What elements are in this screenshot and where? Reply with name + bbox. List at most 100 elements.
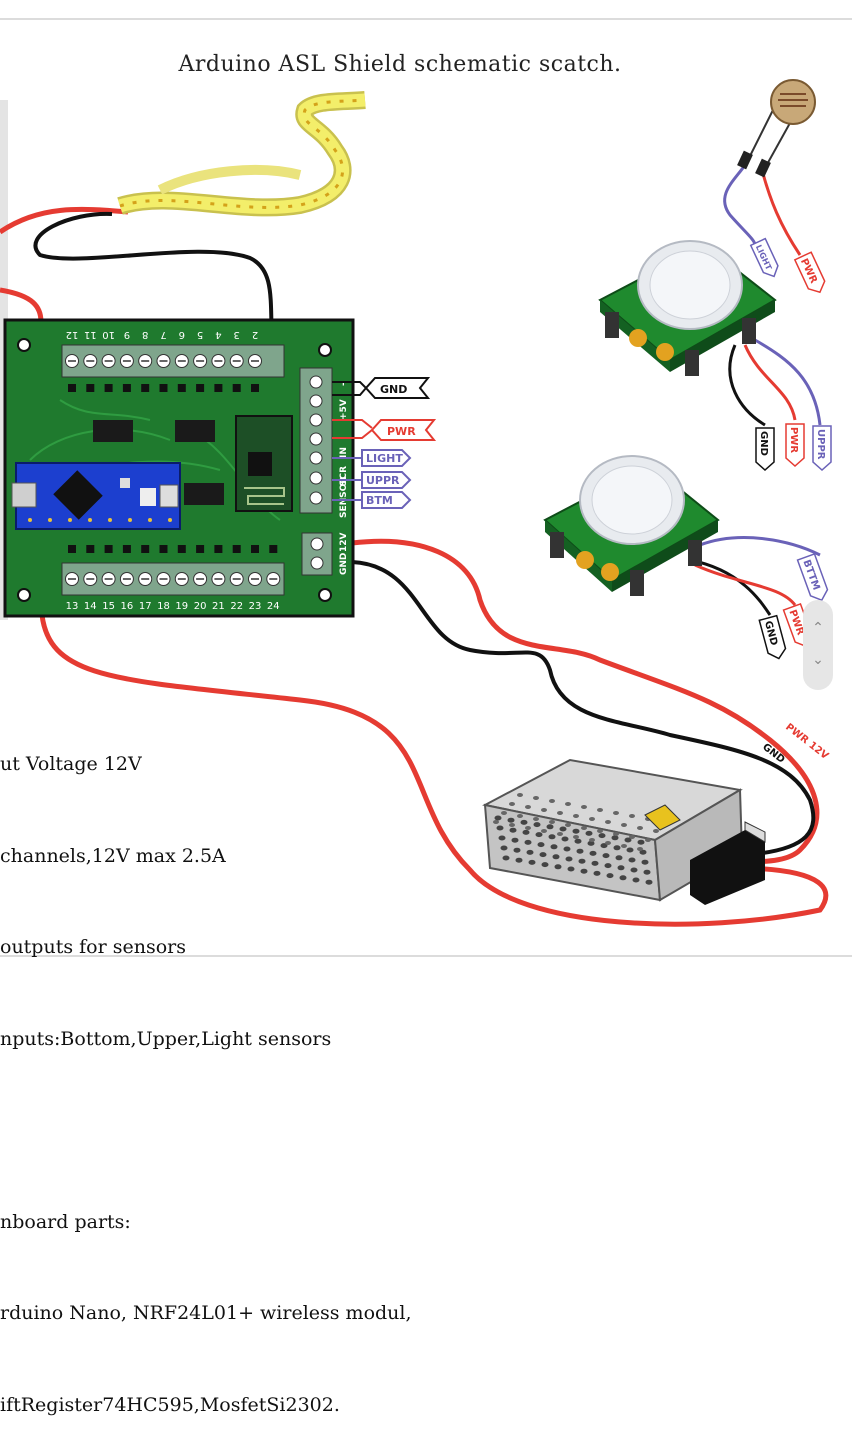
terminal-number: 17 — [139, 601, 152, 612]
arduino-nano-icon — [11, 462, 181, 530]
pir2-black-wire — [689, 558, 772, 616]
note-line — [0, 1115, 412, 1146]
mosfet — [141, 545, 150, 553]
terminal-screw — [309, 394, 323, 408]
mosfet — [86, 384, 95, 392]
mosfet — [68, 545, 76, 553]
terminal-number: 16 — [121, 601, 134, 612]
pin-label-5v: +5V — [339, 399, 349, 420]
pin-label-in: IN — [339, 447, 349, 458]
ldr-purple-wire — [723, 164, 757, 246]
pin-label-scr: SCR — [339, 466, 349, 486]
pir1-pwr-label: PWR — [788, 427, 799, 453]
mosfet — [104, 545, 113, 553]
shift-register-chip — [93, 420, 133, 442]
scroll-control[interactable]: ⌃ ⌄ — [803, 600, 833, 690]
pin-label-minus: - — [339, 382, 349, 386]
terminal-number: 8 — [142, 329, 148, 340]
pin-label-sensor: SENSOR — [339, 477, 349, 518]
shift-register-chip — [184, 483, 224, 505]
diagram-title: Arduino ASL Shield schematic scatch. — [178, 52, 622, 77]
shift-register-chip — [175, 420, 215, 442]
chevron-up-icon[interactable]: ⌃ — [812, 620, 824, 636]
note-line: channels,12V max 2.5A — [0, 844, 226, 867]
mosfet — [251, 545, 259, 553]
note-line: nboard parts: — [0, 1210, 131, 1233]
mosfet — [196, 384, 205, 392]
terminal-number: 19 — [175, 601, 188, 612]
terminal-number: 20 — [194, 601, 207, 612]
terminal-number: 24 — [267, 601, 280, 612]
pin-label-12v: 12V — [339, 532, 349, 552]
pir-sensor-icon — [543, 455, 720, 596]
mosfet — [232, 384, 241, 392]
mosfet — [214, 384, 223, 392]
black-wire-led — [33, 211, 274, 346]
note-line: outputs for sensors — [0, 936, 186, 958]
svg-text:BTM: BTM — [366, 494, 393, 507]
terminal-number: 4 — [215, 329, 221, 340]
black-wire-gnd — [351, 560, 816, 857]
terminal-number: 22 — [230, 601, 243, 612]
light-tag: LIGHT — [361, 449, 412, 467]
svg-text:LIGHT: LIGHT — [366, 452, 403, 465]
mosfet — [196, 545, 205, 553]
terminal-screw — [309, 413, 323, 427]
note-line: iftRegister74HC595,MosfetSi2302. — [0, 1393, 340, 1416]
terminal-screw — [309, 471, 323, 485]
pir2-purple-wire — [699, 536, 821, 557]
mosfet — [269, 545, 278, 553]
mosfet — [232, 545, 241, 553]
terminal-number: 11 — [84, 329, 97, 340]
terminal-number: 6 — [179, 329, 185, 340]
gnd-tag: GND — [364, 377, 431, 399]
chevron-down-icon[interactable]: ⌄ — [812, 652, 824, 668]
terminal-number: 21 — [212, 601, 225, 612]
terminal-number: 9 — [124, 329, 130, 340]
terminal-screw — [309, 491, 323, 505]
ldr-sensor-icon — [770, 79, 816, 125]
btm-tag: BTM — [361, 491, 412, 509]
red-wire-12v — [351, 538, 820, 865]
terminal-number: 13 — [66, 601, 79, 612]
svg-text:UPPR: UPPR — [366, 474, 400, 487]
mosfet — [68, 384, 76, 392]
terminal-number: 23 — [249, 601, 262, 612]
terminal-number: 15 — [102, 601, 115, 612]
top-terminal-block — [61, 344, 285, 378]
pir1-uppr-label: UPPR — [815, 429, 826, 460]
spec-notes: ut Voltage 12V channels,12V max 2.5A out… — [0, 688, 412, 1451]
svg-text:GND: GND — [380, 383, 407, 396]
pir-sensor-icon — [598, 240, 777, 376]
pir1-purple-wire — [754, 338, 822, 426]
terminal-number: 5 — [197, 329, 203, 340]
terminal-number: 2 — [252, 329, 258, 340]
pin-label-gnd: GND — [339, 553, 349, 575]
top-divider — [0, 18, 852, 20]
pir1-red-wire — [743, 344, 797, 421]
ldr-red-wire — [760, 169, 802, 256]
mosfet — [214, 545, 223, 553]
note-line: rduino Nano, NRF24L01+ wireless modul, — [0, 1302, 412, 1324]
mosfet — [177, 384, 186, 392]
mosfet — [141, 384, 150, 392]
led-strip-icon — [117, 91, 366, 217]
mosfet — [104, 384, 113, 392]
terminal-number: 14 — [84, 601, 97, 612]
mosfet — [251, 384, 259, 392]
terminal-number: 7 — [160, 329, 166, 340]
mosfet — [159, 545, 168, 553]
note-line: nputs:Bottom,Upper,Light sensors — [0, 1027, 332, 1050]
mosfet — [122, 384, 131, 392]
terminal-screw — [309, 375, 323, 389]
terminal-number: 3 — [234, 329, 240, 340]
red-wire-led — [0, 206, 129, 235]
mosfet — [86, 545, 95, 553]
mosfet — [122, 545, 131, 553]
red-wire-loop — [39, 614, 829, 927]
pwr-tag: PWR — [370, 419, 437, 441]
terminal-number: 12 — [66, 329, 79, 340]
svg-text:PWR: PWR — [387, 425, 416, 438]
